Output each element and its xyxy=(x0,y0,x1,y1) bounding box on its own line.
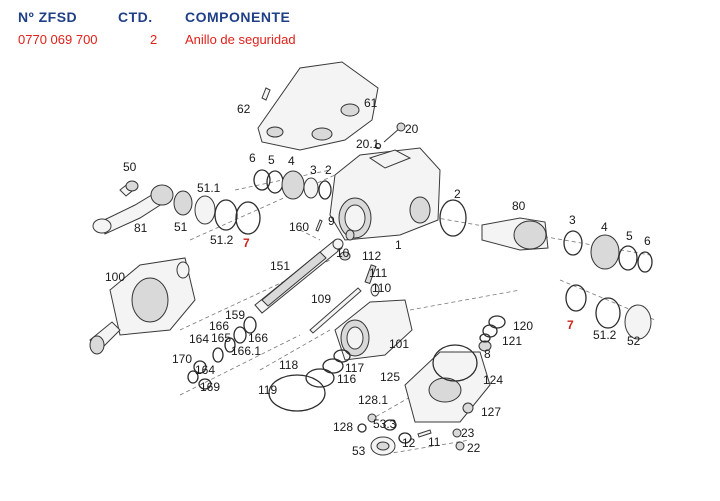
row-code: 0770 069 700 xyxy=(18,32,98,47)
callout-166-1: 166.1 xyxy=(231,344,261,358)
callout-159: 159 xyxy=(225,308,245,322)
row-qty: 2 xyxy=(150,32,158,47)
callout-9: 9 xyxy=(328,214,335,228)
callout-128-1: 128.1 xyxy=(358,393,388,407)
callout-169: 169 xyxy=(200,380,220,394)
callout-7a: 7 xyxy=(243,236,250,250)
callout-119: 119 xyxy=(258,383,277,397)
bolt-part xyxy=(374,122,406,150)
callout-101: 101 xyxy=(389,337,409,351)
callout-151: 151 xyxy=(270,259,290,273)
shaft-seals-left xyxy=(173,169,332,235)
callout-128: 128 xyxy=(333,420,353,434)
callout-1: 1 xyxy=(395,238,402,252)
callout-80: 80 xyxy=(512,199,526,213)
valve-housing-part xyxy=(334,299,413,361)
callout-110: 110 xyxy=(372,281,391,295)
callout-5b: 5 xyxy=(626,229,633,243)
worm-shaft-part xyxy=(254,219,355,314)
callout-121: 121 xyxy=(502,334,522,348)
row-component: Anillo de seguridad xyxy=(185,32,296,47)
callout-4a: 4 xyxy=(288,154,295,168)
large-rings xyxy=(268,349,351,412)
callout-20-1: 20.1 xyxy=(356,137,380,151)
assembly-lines xyxy=(179,169,656,456)
small-seals xyxy=(187,316,257,390)
callout-5a: 5 xyxy=(268,153,275,167)
callout-170: 170 xyxy=(172,352,192,366)
callout-51-1: 51.1 xyxy=(197,181,221,195)
callout-20: 20 xyxy=(405,122,419,136)
bottom-small-parts xyxy=(357,413,465,456)
callout-120: 120 xyxy=(513,319,533,333)
pitman-arm-part xyxy=(92,180,174,235)
callout-116: 116 xyxy=(337,372,356,386)
callout-166a: 166 xyxy=(209,319,229,333)
callout-125: 125 xyxy=(380,370,400,384)
callout-2b: 2 xyxy=(454,187,461,201)
callout-109: 109 xyxy=(311,292,331,306)
callout-166b: 166 xyxy=(248,331,268,345)
bracket-part xyxy=(257,61,379,151)
callout-8: 8 xyxy=(484,347,491,361)
header-qty: CTD. xyxy=(118,9,153,25)
seal-rings-8 xyxy=(478,315,506,352)
callout-111: 111 xyxy=(369,266,388,280)
callout-7b: 7 xyxy=(567,318,574,332)
callout-6a: 6 xyxy=(249,151,256,165)
callout-labels: 62 61 20 20.1 50 6 5 4 3 2 51.1 81 51 51… xyxy=(105,96,651,458)
callout-112: 112 xyxy=(362,249,381,263)
callout-118: 118 xyxy=(279,358,298,372)
steering-box-part xyxy=(89,257,196,355)
callout-127: 127 xyxy=(481,405,501,419)
callout-61: 61 xyxy=(364,96,378,110)
callout-3b: 3 xyxy=(569,213,576,227)
callout-117: 117 xyxy=(345,361,364,375)
callout-3a: 3 xyxy=(310,163,317,177)
callout-51a: 51 xyxy=(174,220,188,234)
callout-62: 62 xyxy=(237,102,251,116)
housing-part xyxy=(329,147,441,241)
callout-11: 11 xyxy=(428,435,441,449)
cover-part xyxy=(404,344,491,423)
header-component: COMPONENTE xyxy=(185,9,291,25)
callout-52: 52 xyxy=(627,334,641,348)
callout-2a: 2 xyxy=(325,163,332,177)
callout-22: 22 xyxy=(467,441,481,455)
callout-100: 100 xyxy=(105,270,125,284)
callout-53: 53 xyxy=(352,444,366,458)
callout-124: 124 xyxy=(483,373,503,387)
callout-12: 12 xyxy=(402,436,416,450)
callout-50: 50 xyxy=(123,160,137,174)
shaft-seals-right xyxy=(439,199,653,340)
callout-164a: 164 xyxy=(189,332,209,346)
callout-4b: 4 xyxy=(601,220,608,234)
callout-23: 23 xyxy=(461,426,475,440)
callout-51-2b: 51.2 xyxy=(593,328,617,342)
rod-part xyxy=(309,264,380,334)
callout-10: 10 xyxy=(336,246,350,260)
callout-81: 81 xyxy=(134,221,148,235)
callout-160: 160 xyxy=(289,220,309,234)
callout-53-3: 53.3 xyxy=(373,417,397,431)
header-code: Nº ZFSD xyxy=(18,9,78,25)
callout-165: 165 xyxy=(211,331,231,345)
callout-6b: 6 xyxy=(644,234,651,248)
callout-164b: 164 xyxy=(195,363,215,377)
callout-51-2a: 51.2 xyxy=(210,233,234,247)
